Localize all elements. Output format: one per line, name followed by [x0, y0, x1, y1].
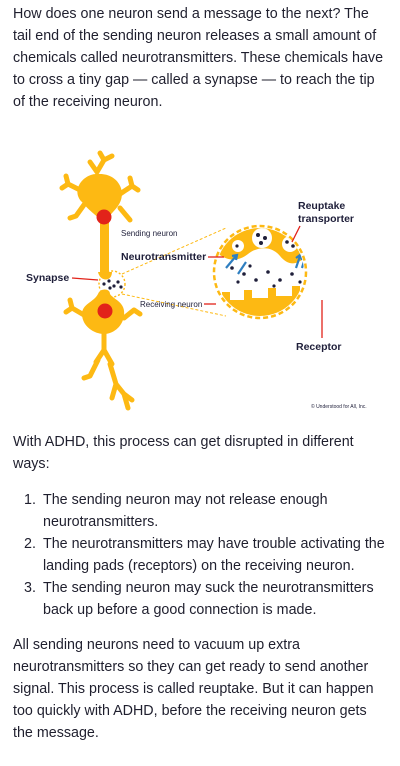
sending-nucleus: [96, 209, 112, 225]
label-receptor: Receptor: [296, 341, 342, 353]
label-reuptake-line2: transporter: [298, 213, 354, 225]
list-text: The neurotransmitters may have trouble a…: [43, 536, 385, 574]
list-number: 3.: [24, 580, 36, 596]
list-item: 3. The sending neuron may suck the neurot…: [0, 577, 390, 621]
list-text: The sending neuron may not release enoug…: [43, 492, 328, 530]
synapse-chemicals: [102, 279, 123, 290]
sending-neuron: [59, 150, 141, 280]
image-credit: © Understood for All, Inc.: [311, 403, 367, 410]
list-number: 2.: [24, 536, 36, 552]
receiving-neuron: [63, 289, 143, 411]
label-sending-neuron: Sending neuron: [121, 229, 178, 238]
synapse-diagram: Sending neuron Neurotransmitter Synapse …: [0, 150, 400, 420]
list-number: 1.: [24, 492, 36, 508]
adhd-paragraph: With ADHD, this process can get disrupte…: [13, 434, 354, 472]
label-receiving-neuron: Receiving neuron: [140, 300, 202, 309]
synapse-diagram-svg: Sending neuron Neurotransmitter Synapse …: [26, 150, 367, 411]
label-synapse: Synapse: [26, 272, 69, 284]
list-item: 2. The neurotransmitters may have trouble…: [0, 533, 390, 577]
label-neurotransmitter: Neurotransmitter: [121, 251, 206, 263]
intro-paragraph: How does one neuron send a message to th…: [13, 6, 384, 110]
reasons-list: 1. The sending neuron may not release eno…: [0, 489, 390, 621]
synapse-zoom-ring: [98, 270, 126, 298]
list-item: 1. The sending neuron may not release eno…: [0, 489, 390, 533]
receiving-nucleus: [97, 303, 113, 319]
outro-paragraph: All sending neurons need to vacuum up ex…: [13, 637, 374, 741]
label-reuptake-line1: Reuptake: [298, 200, 345, 212]
list-text: The sending neuron may suck the neurotra…: [43, 580, 374, 618]
synapse-closeup: [212, 224, 308, 320]
